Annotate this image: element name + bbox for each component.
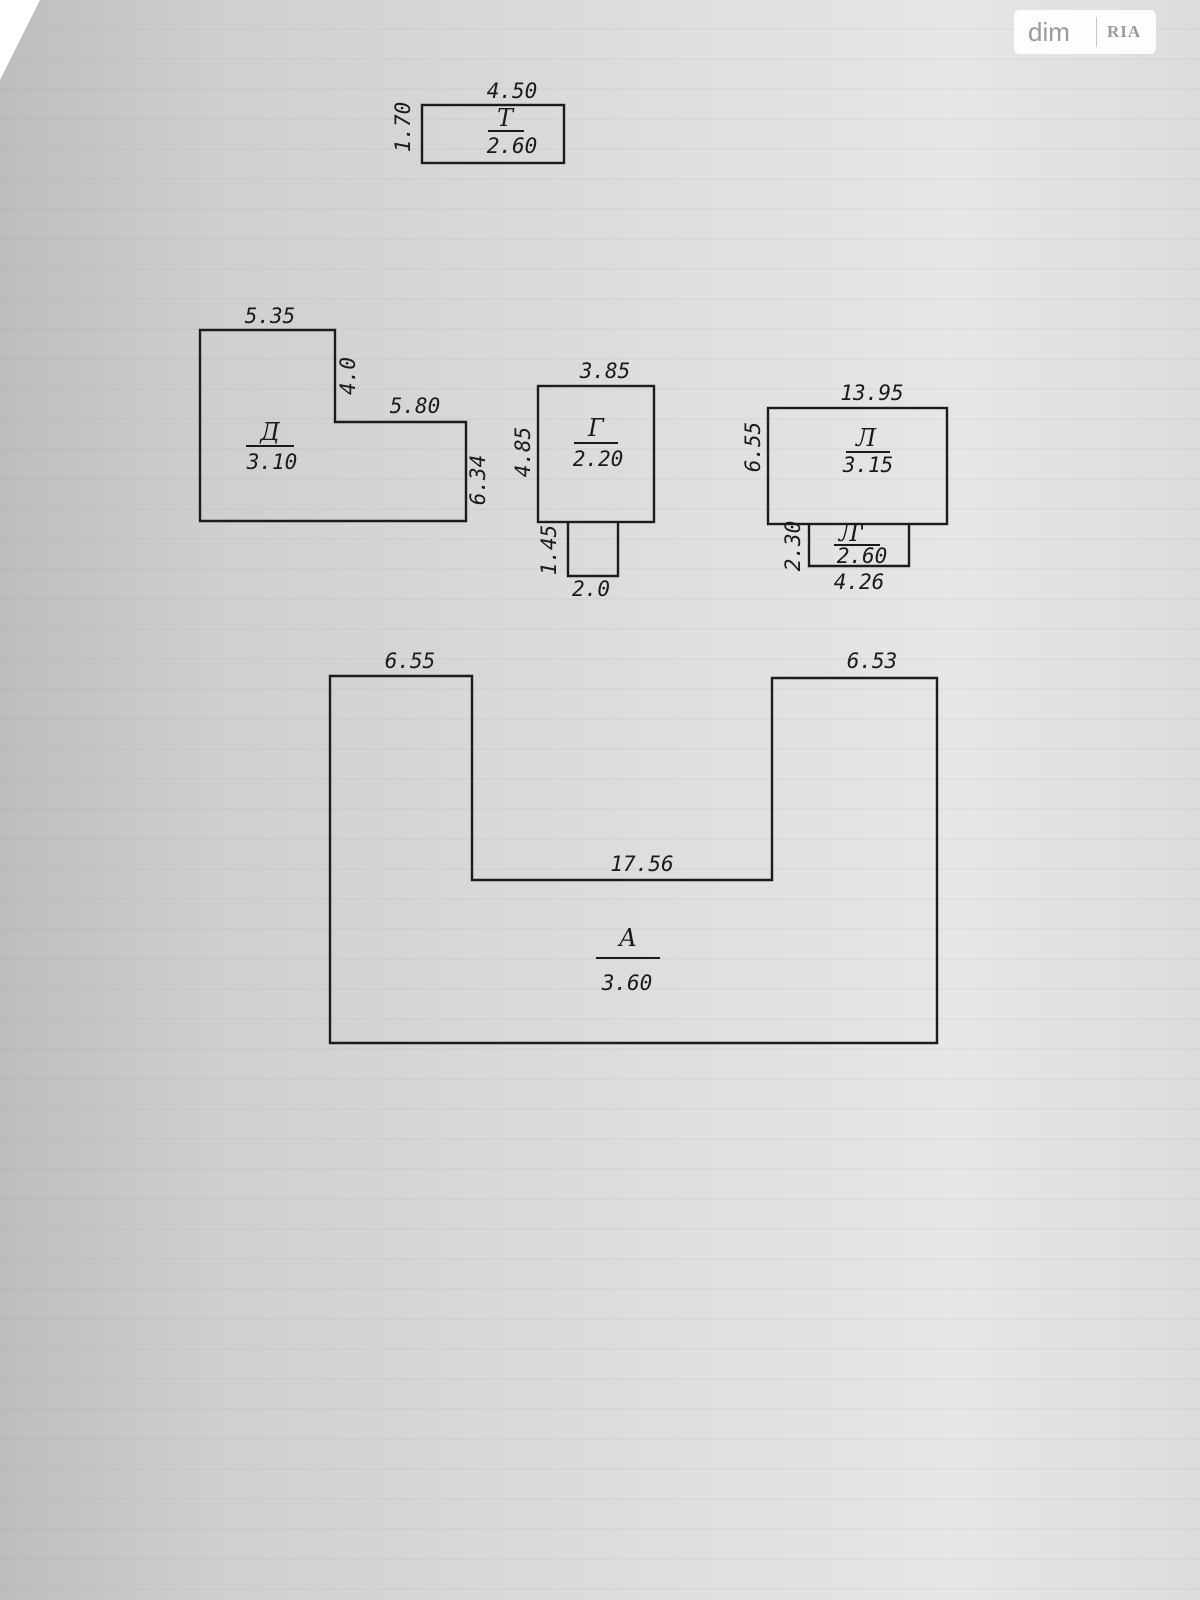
- watermark-ria-text: RIA: [1107, 22, 1142, 41]
- building-l-left-dim: 6.55: [741, 422, 765, 473]
- building-l-height: 3.15: [842, 453, 894, 477]
- page-corner: [0, 0, 40, 80]
- building-a: 6.55 6.53 17.56 А 3.60: [328, 649, 939, 1045]
- building-g-annex-left-dim: 1.45: [537, 525, 561, 576]
- building-t-top-dim: 4.50: [487, 79, 538, 103]
- building-g-height: 2.20: [573, 447, 624, 471]
- building-d-right-dim: 6.34: [466, 455, 490, 506]
- building-g-left-dim: 4.85: [511, 427, 535, 478]
- building-t-left-dim: 1.70: [391, 102, 415, 153]
- building-l-outline: [766, 406, 949, 526]
- building-l-annex-bottom-dim: 4.26: [834, 570, 885, 594]
- building-a-top-right-dim: 6.53: [847, 649, 898, 673]
- building-l-annex-letter: Л': [838, 519, 866, 547]
- building-d-letter: Д: [259, 418, 280, 446]
- building-d-step-horizontal-dim: 5.80: [390, 394, 441, 418]
- building-d-height: 3.10: [246, 450, 298, 474]
- building-d-outline: [198, 328, 468, 523]
- building-a-outline: [328, 674, 939, 1045]
- building-a-top-left-dim: 6.55: [385, 649, 436, 673]
- building-g-outline: [536, 384, 656, 524]
- building-g-letter: Г: [587, 414, 605, 442]
- building-g-annex-bottom-dim: 2.0: [572, 577, 610, 601]
- building-a-inner-dim: 17.56: [610, 852, 673, 876]
- building-l-letter: Л: [855, 424, 877, 452]
- building-g-annex-outline: [566, 522, 620, 578]
- watermark-dim-text: dim: [1028, 16, 1070, 47]
- building-l-top-dim: 13.95: [840, 381, 903, 405]
- building-t-height: 2.60: [487, 134, 538, 158]
- watermark-divider: [1096, 17, 1097, 47]
- building-t-letter: Т: [497, 104, 515, 132]
- building-l: 13.95 6.55 Л 3.15 Л' 2.60 2.30 4.26: [741, 381, 949, 594]
- building-l-annex-left-dim: 2.30: [781, 521, 805, 572]
- building-l-annex-outline: [807, 524, 911, 568]
- building-d: 5.35 4.0 5.80 6.34 Д 3.10: [198, 304, 490, 523]
- building-g: 3.85 4.85 Г 2.20 1.45 2.0: [511, 359, 656, 601]
- building-t: 4.50 1.70 Т 2.60: [391, 79, 566, 165]
- watermark-logo: dim RIA: [1014, 10, 1156, 54]
- building-l-annex-height: 2.60: [837, 544, 888, 568]
- building-a-height: 3.60: [601, 971, 653, 995]
- building-t-outline: [420, 103, 566, 165]
- building-d-top-dim: 5.35: [245, 304, 296, 328]
- building-d-step-vertical-dim: 4.0: [336, 357, 360, 395]
- building-a-letter: А: [617, 924, 637, 952]
- building-g-top-dim: 3.85: [579, 359, 631, 383]
